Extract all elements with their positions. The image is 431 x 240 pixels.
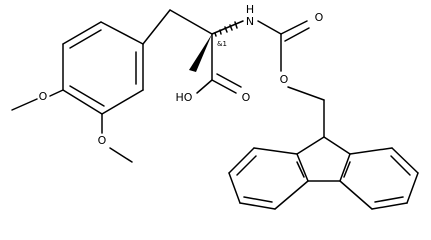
ester-o-label: O [280,73,289,86]
fmoc-amino-acid-structure: H N O O HO O O O &1 [11,3,419,210]
bond-lines [11,9,419,210]
nh-n-label: N [246,15,254,28]
stereo-label: &1 [217,40,227,48]
methoxy-bottom-o-label: O [98,134,107,147]
wedge-bond-methyl [189,34,212,72]
methoxy-top-o-label: O [39,90,48,103]
carbonyl-o-label: O [315,11,324,24]
acid-oh-label: HO [176,91,193,104]
hashed-bond-nh [214,21,238,37]
nh-h-label: H [246,3,254,16]
acid-o-label: O [242,91,251,104]
